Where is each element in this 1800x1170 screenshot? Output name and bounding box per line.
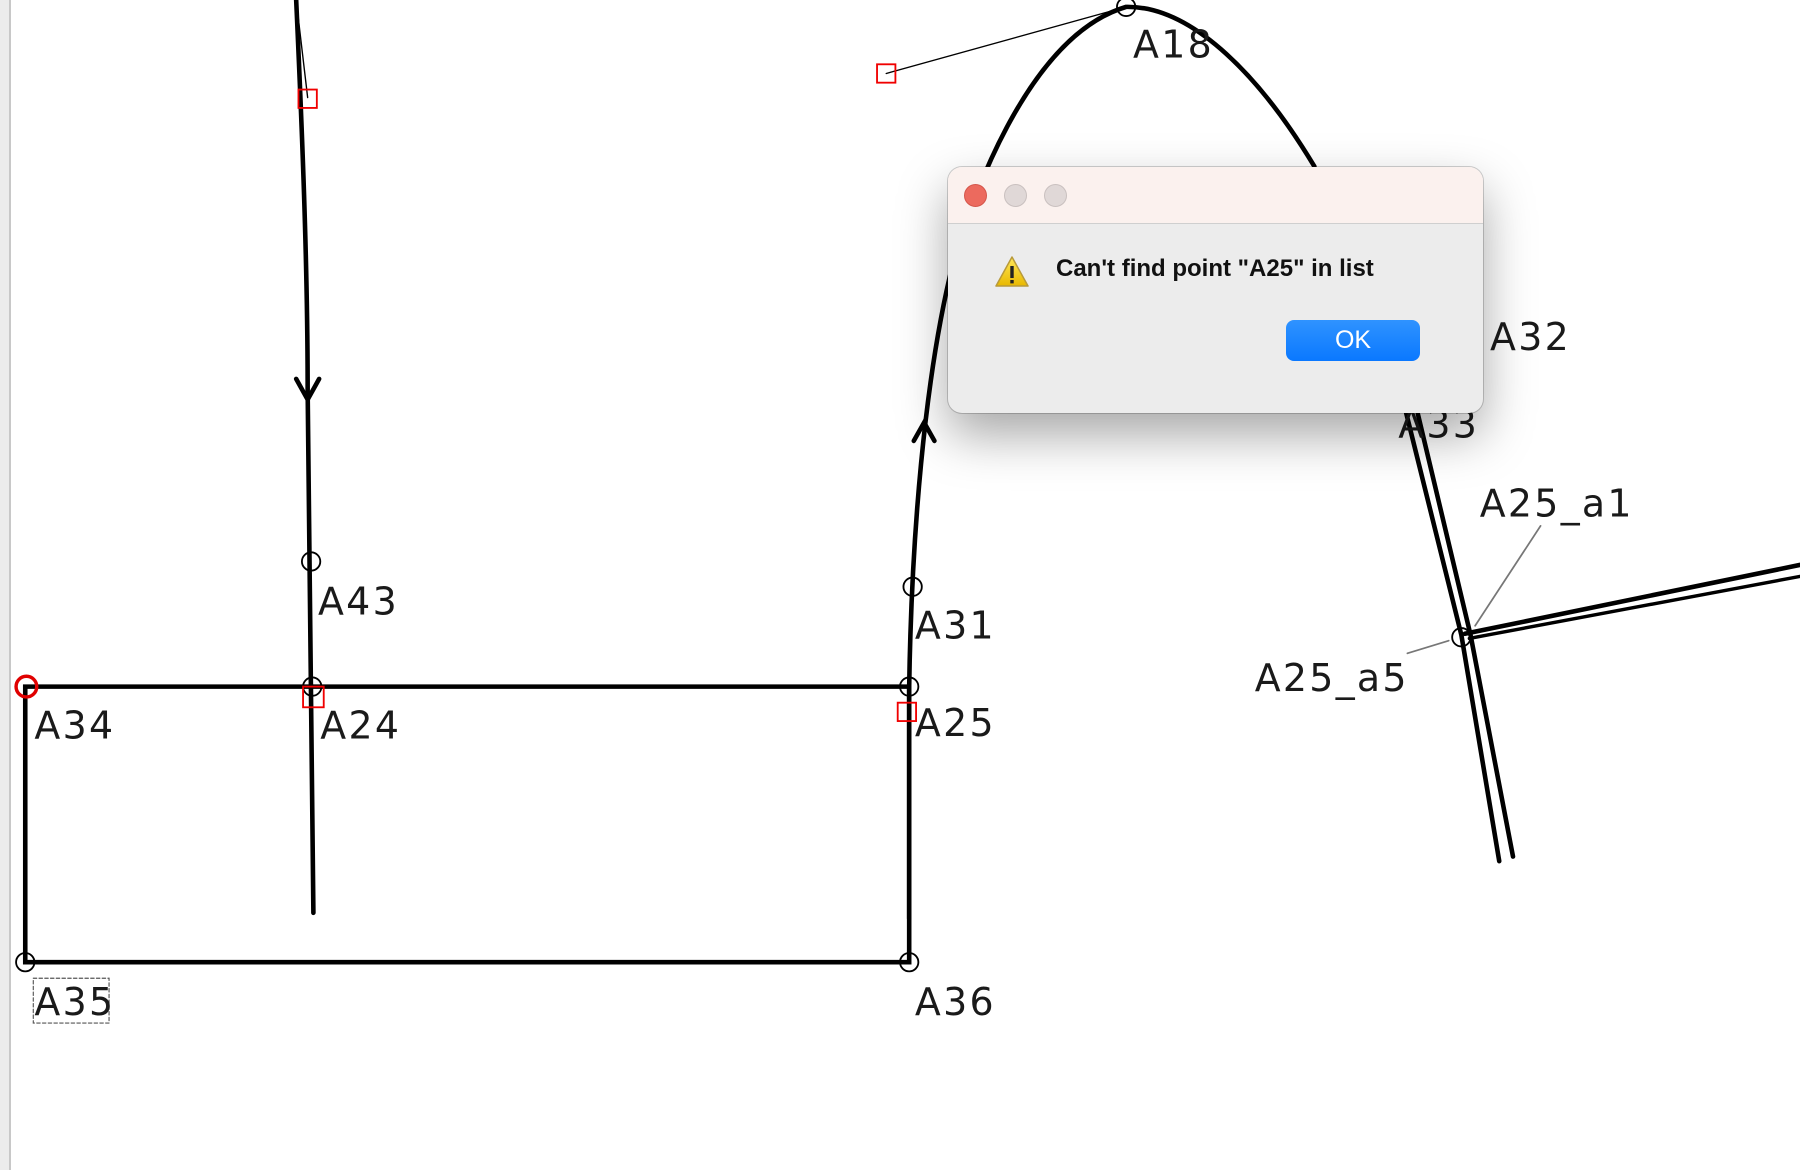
ok-button[interactable]: OK bbox=[1286, 320, 1420, 361]
point-marker-A34-selected[interactable] bbox=[14, 674, 39, 699]
control-point-handle[interactable] bbox=[297, 88, 318, 109]
control-handle-line bbox=[295, 0, 309, 99]
direction-arrow-down-icon bbox=[293, 376, 322, 405]
point-label-A35[interactable]: A35 bbox=[34, 980, 115, 1024]
point-label-A25-a1[interactable]: A25_a1 bbox=[1480, 482, 1634, 526]
label-leader-line bbox=[1474, 525, 1542, 627]
point-label-A32[interactable]: A32 bbox=[1490, 315, 1571, 359]
point-marker-A25[interactable] bbox=[899, 676, 920, 697]
rectangle-piece-outline[interactable] bbox=[22, 684, 912, 965]
point-marker-A25-a5[interactable] bbox=[1451, 627, 1472, 648]
point-label-A34[interactable]: A34 bbox=[34, 703, 115, 747]
label-selection-box bbox=[32, 977, 110, 1024]
left-seam-curve[interactable] bbox=[293, 0, 316, 916]
dialog-message: Can't find point "A25" in list bbox=[1056, 255, 1374, 282]
point-label-A43[interactable]: A43 bbox=[318, 579, 399, 623]
point-label-A25[interactable]: A25 bbox=[915, 701, 996, 745]
zoom-button bbox=[1044, 184, 1067, 207]
minimize-button bbox=[1004, 184, 1027, 207]
point-label-A36[interactable]: A36 bbox=[915, 980, 996, 1024]
point-marker-A36[interactable] bbox=[899, 952, 920, 973]
seam-line-right[interactable] bbox=[1403, 411, 1502, 864]
control-handle-line bbox=[885, 6, 1127, 75]
point-marker-A18[interactable] bbox=[1116, 0, 1137, 17]
armhole-curve[interactable] bbox=[906, 4, 1317, 921]
control-point-handle[interactable] bbox=[876, 63, 897, 84]
point-marker-A31[interactable] bbox=[902, 576, 923, 597]
control-point-handle[interactable] bbox=[302, 685, 325, 709]
direction-arrow-up-icon bbox=[911, 417, 937, 444]
error-dialog: Can't find point "A25" in list OK bbox=[948, 167, 1483, 413]
point-marker-A43[interactable] bbox=[300, 551, 322, 572]
seam-allowance-line-horizontal[interactable] bbox=[1467, 574, 1800, 641]
point-label-A25-a5[interactable]: A25_a5 bbox=[1255, 656, 1409, 700]
vertical-scrollbar[interactable] bbox=[0, 0, 11, 1170]
point-label-A18[interactable]: A18 bbox=[1133, 22, 1214, 66]
seam-line-horizontal[interactable] bbox=[1462, 562, 1800, 637]
point-marker-A35[interactable] bbox=[15, 952, 36, 973]
point-label-A24[interactable]: A24 bbox=[320, 703, 401, 747]
warning-icon bbox=[995, 256, 1029, 287]
close-button[interactable] bbox=[964, 184, 987, 207]
control-point-handle[interactable] bbox=[896, 701, 917, 722]
point-label-A31[interactable]: A31 bbox=[915, 603, 996, 647]
label-leader-line bbox=[1406, 639, 1450, 655]
dialog-titlebar[interactable] bbox=[948, 167, 1483, 224]
